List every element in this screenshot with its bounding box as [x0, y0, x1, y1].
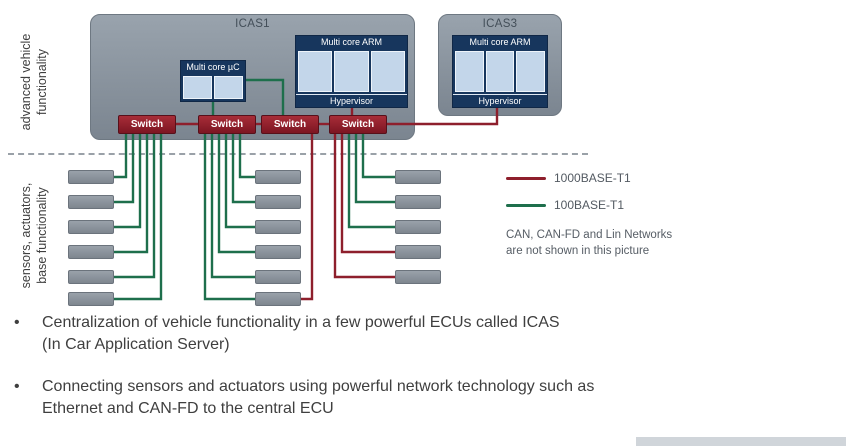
switch-label: Switch [273, 119, 307, 130]
sensor-actuator-box [68, 270, 114, 284]
footer-accent-bar [636, 437, 846, 446]
domain-separator-line [8, 153, 588, 155]
switch-box-3: Switch [261, 115, 319, 134]
legend-label-100base-t1: 100BASE-T1 [554, 198, 625, 212]
bullet-line: (In Car Application Server) [42, 336, 230, 353]
bullet-line: Ethernet and CAN-FD to the central ECU [42, 400, 334, 417]
sensor-actuator-box [68, 170, 114, 184]
sensor-actuator-box [395, 220, 441, 234]
icas1-title: ICAS1 [235, 18, 270, 30]
bullet-item: • Centralization of vehicle functionalit… [14, 312, 674, 356]
bullet-item: • Connecting sensors and actuators using… [14, 376, 674, 420]
side-label-line: advanced vehicle [19, 33, 33, 131]
hypervisor-label: Hypervisor [296, 94, 407, 107]
bullet-line: Connecting sensors and actuators using p… [42, 378, 595, 395]
core-cell [298, 51, 333, 92]
bullet-marker: • [14, 314, 20, 331]
core-cell [516, 51, 546, 92]
sensor-actuator-box [255, 270, 301, 284]
arm-cores [296, 49, 407, 94]
core-cell [214, 76, 243, 99]
switch-label: Switch [341, 119, 375, 130]
side-label-line: base functionality [35, 187, 50, 284]
sensor-actuator-box [395, 245, 441, 259]
multicore-arm-label: Multi core ARM [469, 37, 531, 47]
legend-swatch-1000base-t1 [506, 177, 546, 180]
multicore-arm-label: Multi core ARM [320, 37, 382, 47]
legend-swatch-100base-t1 [506, 204, 546, 207]
sensor-actuator-box [68, 195, 114, 209]
sensor-actuator-box [395, 270, 441, 284]
bullet-list: • Centralization of vehicle functionalit… [14, 312, 674, 440]
side-label-advanced-vehicle: advanced vehicle functionality [18, 14, 51, 150]
legend-note-line2: are not shown in this picture [506, 245, 650, 257]
switch-label: Switch [210, 119, 244, 130]
sensor-actuator-box [255, 245, 301, 259]
core-cell [455, 51, 484, 92]
bullet-text: Centralization of vehicle functionality … [42, 312, 560, 356]
side-label-line: functionality [35, 49, 50, 116]
multicore-arm-box-icas1: Multi core ARM Hypervisor [295, 35, 408, 108]
hypervisor-label: Hypervisor [453, 94, 547, 107]
bullet-marker: • [14, 378, 20, 395]
sensor-actuator-box [255, 220, 301, 234]
sensor-actuator-box [255, 170, 301, 184]
multicore-uc-label: Multi core µC [186, 62, 240, 72]
icas3-title: ICAS3 [482, 18, 518, 30]
core-cell [485, 51, 515, 92]
sensor-actuator-box [68, 245, 114, 259]
side-label-sensors-actuators: sensors, actuators, base functionality [18, 165, 51, 306]
switch-box-2: Switch [198, 115, 256, 134]
multicore-uc-box: Multi core µC [180, 60, 246, 102]
switch-label: Switch [130, 119, 164, 130]
sensor-actuator-box [68, 292, 114, 306]
uc-cores [181, 74, 245, 101]
legend-note-line1: CAN, CAN-FD and Lin Networks [506, 229, 673, 241]
sensor-actuator-box [68, 220, 114, 234]
sensor-actuator-box [395, 195, 441, 209]
core-cell [334, 51, 369, 92]
arm-cores [453, 49, 547, 94]
bullet-line: Centralization of vehicle functionality … [42, 314, 560, 331]
switch-box-1: Switch [118, 115, 176, 134]
sensor-actuator-box [395, 170, 441, 184]
sensor-actuator-box [255, 292, 301, 306]
bullet-text: Connecting sensors and actuators using p… [42, 376, 594, 420]
side-label-line: sensors, actuators, [19, 182, 33, 289]
core-cell [183, 76, 212, 99]
multicore-arm-box-icas3: Multi core ARM Hypervisor [452, 35, 548, 108]
legend-label-1000base-t1: 1000BASE-T1 [554, 171, 631, 185]
core-cell [370, 51, 405, 92]
switch-box-4: Switch [329, 115, 387, 134]
sensor-actuator-box [255, 195, 301, 209]
